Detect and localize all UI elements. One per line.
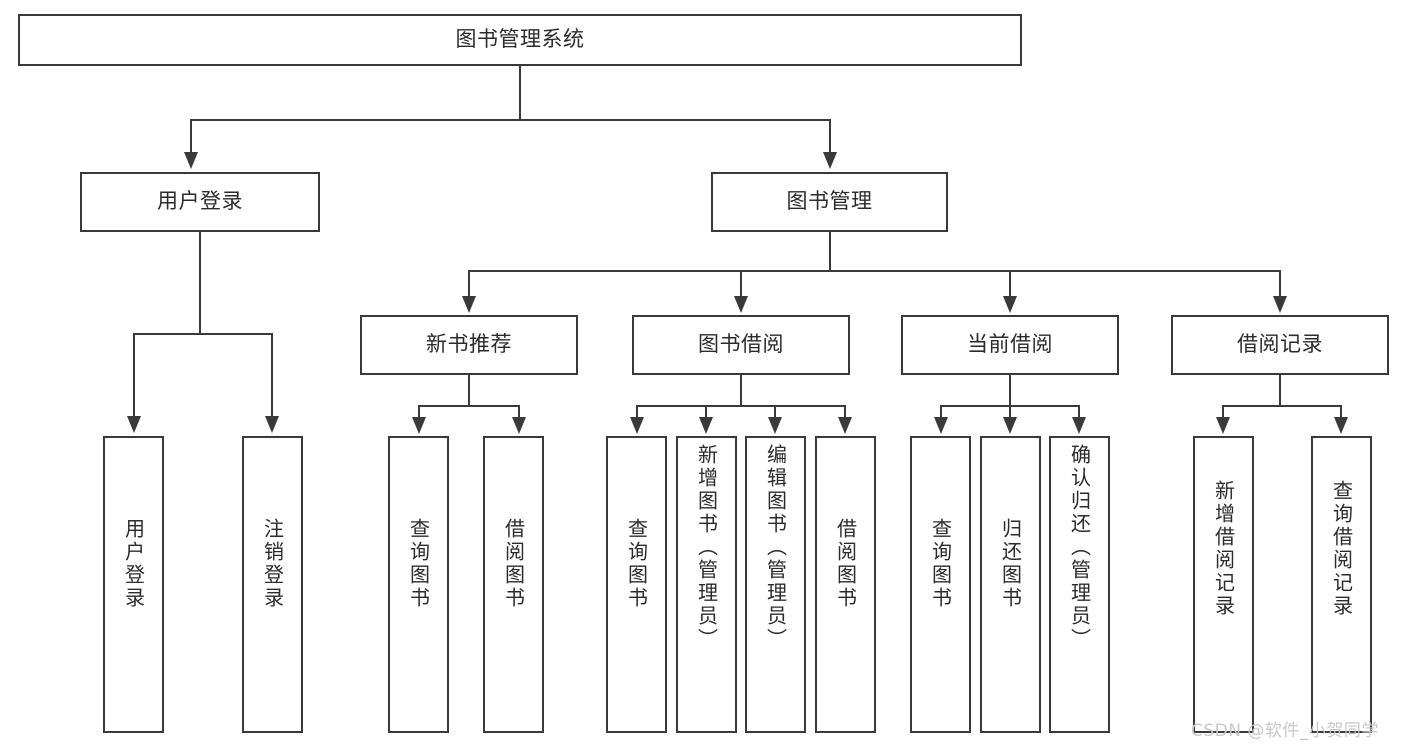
node-current-borrow[interactable]: 当前借阅 <box>901 315 1119 375</box>
arrowhead-leaf-logout-login <box>265 416 279 433</box>
connector-borrow-record-stem <box>1279 375 1281 407</box>
node-label: 当前借阅 <box>967 332 1053 357</box>
node-leaf-add-book[interactable]: 新增图书（管理员） <box>676 436 737 733</box>
node-leaf-query-book-3[interactable]: 查询图书 <box>910 436 971 733</box>
arrowhead-leaf-add-book <box>699 417 713 434</box>
node-leaf-logout-login[interactable]: 注销登录 <box>242 436 303 733</box>
connector-book-borrow-bus <box>636 405 845 407</box>
connector-new-book-recommend-stem <box>468 375 470 407</box>
connector-book-management-stem <box>829 232 831 271</box>
node-leaf-borrow-book-2[interactable]: 借阅图书 <box>815 436 876 733</box>
arrowhead-leaf-borrow-book-1 <box>512 417 526 434</box>
connector-to-leaf-borrow-book-2 <box>844 405 846 419</box>
connector-to-leaf-add-book <box>705 405 707 419</box>
node-leaf-user-login[interactable]: 用户登录 <box>103 436 164 733</box>
csdn-watermark: CSDN @软件_小贺同学 <box>1191 721 1379 741</box>
connector-user-login-bus <box>133 333 272 335</box>
node-label: 用户登录 <box>121 518 146 610</box>
connector-to-book-borrow <box>740 270 742 298</box>
node-root-book-management-system[interactable]: 图书管理系统 <box>18 14 1022 66</box>
node-label: 图书管理 <box>786 189 873 214</box>
connector-root-stem <box>519 66 521 120</box>
connector-to-book-management <box>829 119 831 155</box>
connector-to-current-borrow <box>1009 270 1011 298</box>
arrowhead-book-borrow <box>734 296 748 313</box>
connector-to-user-login <box>190 119 192 155</box>
node-label: 图书借阅 <box>698 332 784 357</box>
node-label: 查询图书 <box>624 518 649 610</box>
node-leaf-add-record[interactable]: 新增借阅记录 <box>1193 436 1254 733</box>
node-label: 新书推荐 <box>426 332 512 357</box>
connector-book-borrow-stem <box>740 375 742 407</box>
arrowhead-leaf-edit-book <box>768 417 782 434</box>
connector-to-leaf-add-record <box>1222 405 1224 419</box>
node-label: 确认归还（管理员） <box>1067 444 1092 651</box>
arrowhead-leaf-user-login <box>127 416 141 433</box>
connector-to-new-book-recommend <box>468 270 470 298</box>
arrowhead-current-borrow <box>1003 296 1017 313</box>
node-leaf-query-record[interactable]: 查询借阅记录 <box>1311 436 1372 733</box>
connector-to-leaf-user-login <box>133 333 135 417</box>
node-borrow-record[interactable]: 借阅记录 <box>1171 315 1389 375</box>
node-label: 查询借阅记录 <box>1329 480 1354 618</box>
node-label: 注销登录 <box>260 518 285 610</box>
node-label: 查询图书 <box>928 518 953 610</box>
arrowhead-leaf-query-record <box>1334 417 1348 434</box>
arrowhead-leaf-query-book-3 <box>934 417 948 434</box>
arrowhead-new-book-recommend <box>462 296 476 313</box>
node-label: 编辑图书（管理员） <box>763 444 788 651</box>
connector-level2-bus <box>468 270 1280 272</box>
node-label: 查询图书 <box>406 518 431 610</box>
node-leaf-return-book[interactable]: 归还图书 <box>980 436 1041 733</box>
connector-to-leaf-query-book-2 <box>636 405 638 419</box>
connector-level1-bus <box>190 119 830 121</box>
connector-to-borrow-record <box>1279 270 1281 298</box>
connector-to-leaf-confirm-return <box>1078 405 1080 419</box>
node-leaf-borrow-book-1[interactable]: 借阅图书 <box>483 436 544 733</box>
connector-to-leaf-borrow-book-1 <box>518 405 520 419</box>
arrowhead-leaf-query-book-1 <box>412 417 426 434</box>
node-leaf-query-book-2[interactable]: 查询图书 <box>606 436 667 733</box>
node-book-borrow[interactable]: 图书借阅 <box>632 315 850 375</box>
arrowhead-leaf-add-record <box>1216 417 1230 434</box>
node-user-login[interactable]: 用户登录 <box>80 172 320 232</box>
node-label: 新增借阅记录 <box>1211 480 1236 618</box>
node-label: 借阅图书 <box>833 518 858 610</box>
arrowhead-book-management <box>823 152 837 169</box>
node-leaf-query-book-1[interactable]: 查询图书 <box>388 436 449 733</box>
node-label: 用户登录 <box>157 189 243 214</box>
node-label: 图书管理系统 <box>455 27 585 52</box>
connector-to-leaf-query-record <box>1340 405 1342 419</box>
arrowhead-leaf-borrow-book-2 <box>838 417 852 434</box>
node-label: 新增图书（管理员） <box>694 444 719 651</box>
connector-to-leaf-query-book-1 <box>418 405 420 419</box>
node-label: 借阅记录 <box>1237 332 1323 357</box>
connector-user-login-stem <box>199 232 201 334</box>
node-label: 归还图书 <box>998 518 1023 610</box>
node-leaf-edit-book[interactable]: 编辑图书（管理员） <box>745 436 806 733</box>
connector-borrow-record-bus <box>1222 405 1341 407</box>
arrowhead-borrow-record <box>1273 296 1287 313</box>
arrowhead-leaf-query-book-2 <box>630 417 644 434</box>
arrowhead-leaf-return-book <box>1003 417 1017 434</box>
connector-to-leaf-return-book <box>1009 405 1011 419</box>
node-leaf-confirm-return[interactable]: 确认归还（管理员） <box>1049 436 1110 733</box>
node-label: 借阅图书 <box>501 518 526 610</box>
arrowhead-user-login <box>184 152 198 169</box>
arrowhead-leaf-confirm-return <box>1072 417 1086 434</box>
connector-new-book-recommend-bus <box>418 405 519 407</box>
connector-to-leaf-edit-book <box>774 405 776 419</box>
node-book-management[interactable]: 图书管理 <box>711 172 948 232</box>
connector-to-leaf-logout-login <box>271 333 273 417</box>
connector-to-leaf-query-book-3 <box>940 405 942 419</box>
node-new-book-recommend[interactable]: 新书推荐 <box>360 315 578 375</box>
connector-current-borrow-stem <box>1009 375 1011 407</box>
